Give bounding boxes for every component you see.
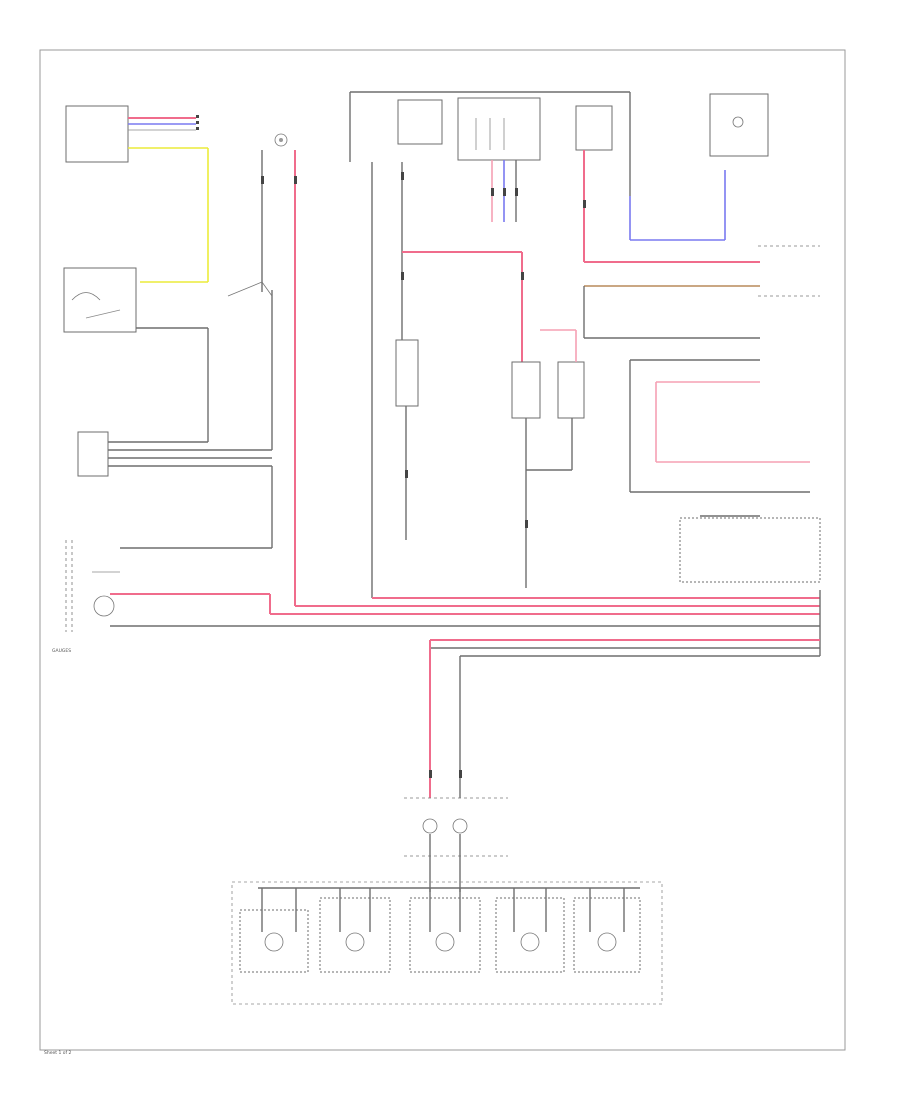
switch-1 <box>239 888 309 973</box>
steering-wheel-switch-group <box>231 881 663 1005</box>
right-connectors <box>629 359 821 583</box>
switch-4 <box>495 888 565 973</box>
passenger-window-switch <box>395 339 419 540</box>
gauges-label: GAUGES <box>52 648 71 654</box>
junction-box-top <box>349 91 630 162</box>
top-right-component <box>709 93 769 157</box>
lamp-icon <box>274 133 288 147</box>
gauges-block: GAUGES <box>52 540 820 654</box>
page-id: Sheet 1 of 2 <box>44 1050 72 1056</box>
terminal-stack <box>430 590 821 657</box>
switch-3 <box>409 888 481 973</box>
connector-icon <box>261 172 586 778</box>
connector-cluster-left <box>77 431 273 549</box>
clock-spring <box>404 797 508 857</box>
switch-2 <box>319 888 391 973</box>
switch-5 <box>573 888 641 973</box>
illumination-switch <box>63 267 209 443</box>
top-left-module <box>65 105 209 283</box>
power-mirror-switch <box>511 329 585 588</box>
page-frame <box>39 49 846 1051</box>
